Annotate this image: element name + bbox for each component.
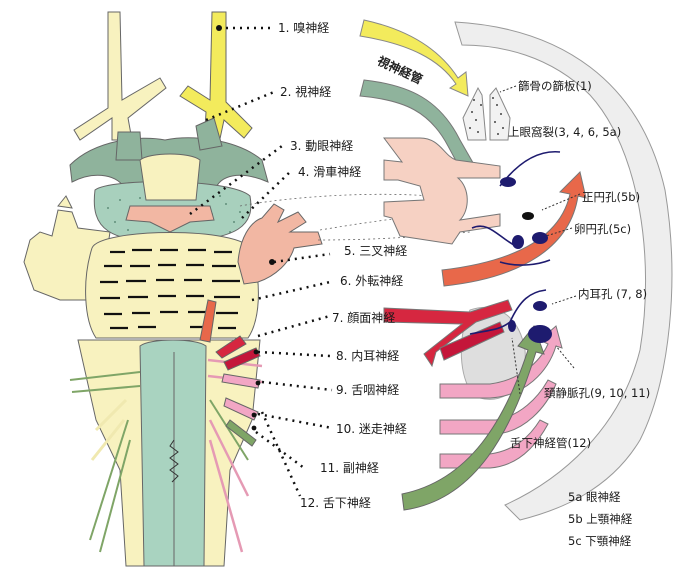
nerve-label-3: 3. 動眼神経 <box>290 139 353 153</box>
hypothalamus <box>140 154 200 200</box>
foramen-label-cribriform: 篩骨の篩板(1) <box>518 79 592 93</box>
trigeminal-ganglion <box>238 204 322 284</box>
foramen-label-ovale: 卵円孔(5c) <box>574 222 631 236</box>
nerve-label-8: 8. 内耳神経 <box>336 349 399 363</box>
legend-item-5b: 5b 上顎神経 <box>568 512 632 526</box>
spinal-cord <box>140 340 206 566</box>
root-marker-8 <box>254 350 259 355</box>
legend-item-5a: 5a 眼神経 <box>568 490 632 504</box>
olfactory-bulb-marker <box>216 25 222 31</box>
root-marker-10 <box>252 413 257 418</box>
nerve-label-1: 1. 嗅神経 <box>278 21 329 35</box>
nerve-label-4: 4. 滑車神経 <box>298 165 361 179</box>
temporal-lobe-stub <box>58 196 72 208</box>
legend-item-5c: 5c 下顎神経 <box>568 534 632 548</box>
foramen-label-internal-acoustic: 内耳孔 (7, 8) <box>578 287 647 301</box>
nerve-label-2: 2. 視神経 <box>280 85 331 99</box>
olfactory-tract-left <box>74 12 166 140</box>
nerve-label-12: 12. 舌下神経 <box>300 496 371 510</box>
root-marker-11 <box>252 426 257 431</box>
nerve-label-6: 6. 外転神経 <box>340 274 403 288</box>
foramen-label-jugular: 頚静脈孔(9, 10, 11) <box>544 386 650 400</box>
nerve-label-10: 10. 迷走神経 <box>336 422 407 436</box>
foramen-label-rotundum: 正円孔(5b) <box>582 190 640 204</box>
pons <box>86 233 259 339</box>
optic-nerve-stub-left <box>116 132 142 160</box>
nerve-label-9: 9. 舌咽神経 <box>336 383 399 397</box>
foramen-label-superior-orbital: 上眼窩裂(3, 4, 6, 5a) <box>508 125 621 139</box>
oculomotor-trochlear-trigeminal-band <box>384 138 500 244</box>
nerve-label-7: 7. 顔面神経 <box>332 311 395 325</box>
root-marker-9 <box>256 381 261 386</box>
foramen-label-hypoglossal-canal: 舌下神経管(12) <box>510 436 591 450</box>
nerve-label-5: 5. 三叉神経 <box>344 244 407 258</box>
cribriform-plate <box>463 88 510 140</box>
legend: 5a 眼神経 5b 上顎神経 5c 下顎神経 <box>568 490 632 548</box>
nerve-label-11: 11. 副神経 <box>320 461 379 475</box>
